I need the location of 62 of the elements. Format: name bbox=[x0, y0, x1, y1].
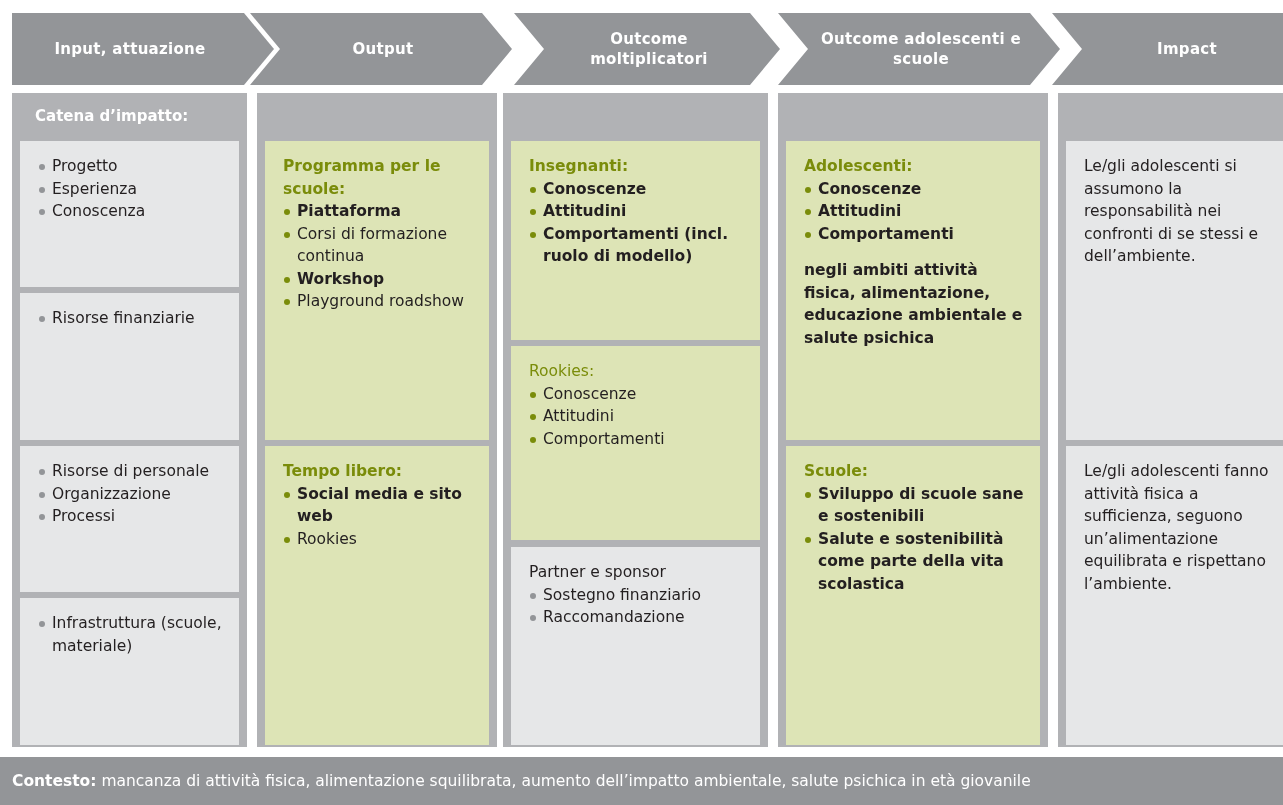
card-heading: Rookies: bbox=[529, 361, 596, 382]
bullet-item: Risorse finanziarie bbox=[38, 307, 233, 330]
card-text: Le/gli adolescenti si assumono la responsabilità nei confronti di se stessi e dell’ambiente. bbox=[1084, 156, 1260, 267]
card-heading: Adolescenti: bbox=[804, 156, 914, 177]
bullet-item: Esperienza bbox=[38, 177, 233, 200]
bullet-item: Sviluppo di scuole sane e sostenibili bbox=[804, 482, 1034, 528]
card-text: Partner e sponsor bbox=[529, 562, 667, 583]
bullet-item: Playground roadshow bbox=[283, 290, 483, 313]
text-card bbox=[511, 547, 760, 745]
text-card bbox=[20, 598, 239, 745]
bullet-item: Salute e sostenibilità come parte della vita scolastica bbox=[804, 527, 1034, 595]
header-label: Output bbox=[351, 39, 415, 59]
bullet-item: Organizzazione bbox=[38, 482, 233, 505]
card-heading: Scuole: bbox=[804, 461, 870, 482]
bullet-item: Attitudini bbox=[529, 200, 754, 223]
context-note: Contesto: mancanza di attività fisica, alimentazione squilibrata, aumento dell’impatto ambientale, salute psichica in età giovanile bbox=[0, 757, 1283, 805]
bullet-item: Social media e sito web bbox=[283, 482, 483, 528]
card-text: Le/gli adolescenti fanno attività fisica a sufficienza, seguono un’alimentazione equilibrata e rispettano l’ambiente. bbox=[1084, 461, 1270, 595]
card-text: negli ambiti attività fisica, alimentazione, educazione ambientale e salute psichica bbox=[804, 260, 1024, 349]
bullet-item: Rookies bbox=[283, 527, 483, 550]
header-label: Input, attuazione bbox=[53, 39, 207, 59]
text-card bbox=[20, 141, 239, 287]
column-panel bbox=[12, 93, 247, 747]
bullet-item: Risorse di personale bbox=[38, 460, 233, 483]
text-card bbox=[1066, 446, 1283, 745]
text-card bbox=[786, 446, 1040, 745]
bullet-item: Comportamenti bbox=[804, 222, 1034, 245]
bullet-item: Conoscenze bbox=[804, 177, 1034, 200]
text-card bbox=[265, 141, 489, 440]
bullet-item: Sostegno finanziario bbox=[529, 583, 754, 606]
header-label: Outcome adolescenti e scuole bbox=[820, 29, 1022, 69]
header-label: Impact bbox=[1156, 39, 1218, 59]
text-card bbox=[20, 446, 239, 592]
bullet-item: Conoscenze bbox=[529, 177, 754, 200]
bullet-item: Processi bbox=[38, 505, 233, 528]
text-card bbox=[511, 346, 760, 540]
text-card bbox=[265, 446, 489, 745]
bullet-item: Piattaforma bbox=[283, 200, 483, 223]
column-panel bbox=[257, 93, 497, 747]
text-card bbox=[511, 141, 760, 340]
card-heading: Tempo libero: bbox=[283, 461, 404, 482]
bullet-item: Workshop bbox=[283, 267, 483, 290]
header-label: Outcome moltiplicatori bbox=[589, 29, 709, 69]
bullet-item: Progetto bbox=[38, 155, 233, 178]
text-card bbox=[20, 293, 239, 440]
bullet-item: Attitudini bbox=[529, 405, 754, 428]
bullet-item: Corsi di formazione continua bbox=[283, 222, 483, 268]
bullet-item: Comportamenti (incl. ruolo di modello) bbox=[529, 222, 754, 268]
bullet-item: Infrastruttura (scuole, materiale) bbox=[38, 612, 233, 657]
card-heading: Insegnanti: bbox=[529, 156, 630, 177]
column-panel bbox=[503, 93, 768, 747]
panel-heading: Catena d’impatto: bbox=[35, 107, 189, 125]
bullet-item: Conoscenze bbox=[529, 382, 754, 405]
bullet-item: Conoscenza bbox=[38, 200, 233, 223]
card-heading: Programma per le scuole: bbox=[283, 156, 442, 200]
column-panel bbox=[1058, 93, 1283, 747]
bullet-item: Attitudini bbox=[804, 200, 1034, 223]
bullet-item: Raccomandazione bbox=[529, 606, 754, 629]
text-card bbox=[786, 141, 1040, 440]
bullet-item: Comportamenti bbox=[529, 427, 754, 450]
text-card bbox=[1066, 141, 1283, 440]
column-panel bbox=[778, 93, 1048, 747]
